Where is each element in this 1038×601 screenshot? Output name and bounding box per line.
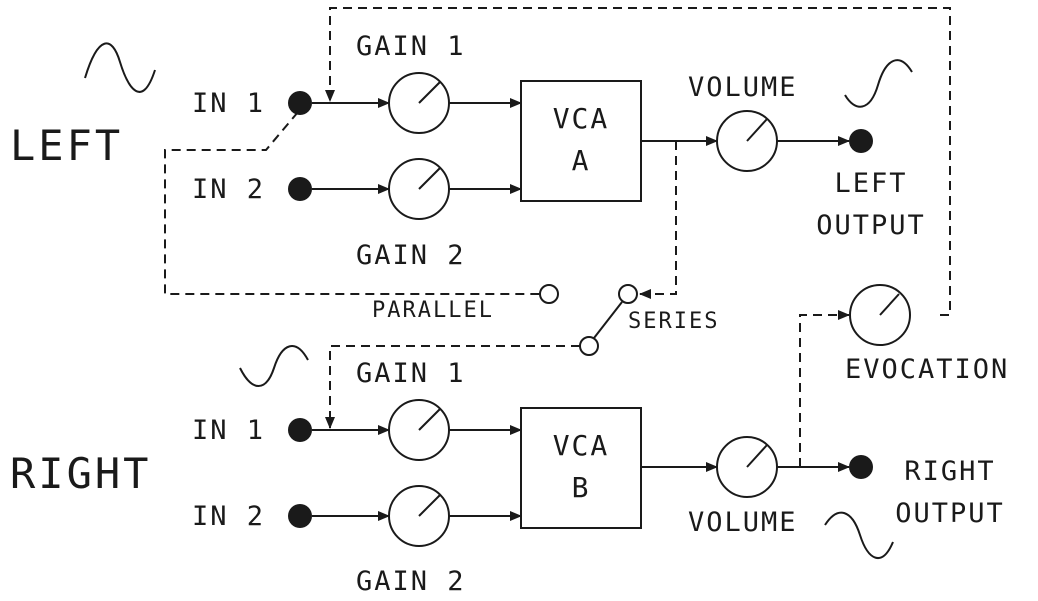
vca-a-title: VCA — [553, 102, 610, 135]
right-volume-label: VOLUME — [688, 507, 798, 538]
left-output-wave-icon — [844, 59, 913, 108]
left-in2-jack[interactable] — [288, 177, 312, 201]
vca-a-box — [520, 80, 642, 202]
vca-a-letter: A — [572, 144, 591, 177]
left-output-label-line2: OUTPUT — [816, 210, 926, 241]
series-switch-terminal[interactable] — [618, 284, 638, 304]
right-output-wave-icon — [824, 511, 894, 559]
left-gain1-knob[interactable] — [388, 72, 450, 134]
left-output-label-line1: LEFT — [834, 168, 907, 199]
evocation-label: EVOCATION — [845, 354, 1009, 385]
left-output-jack[interactable] — [849, 129, 873, 153]
right-in2-label: IN 2 — [192, 501, 265, 532]
left-in2-label: IN 2 — [192, 174, 265, 205]
right-volume-knob[interactable] — [716, 436, 778, 498]
left-volume-label: VOLUME — [688, 72, 798, 103]
vca-b-box — [520, 407, 642, 529]
parallel-switch-terminal[interactable] — [539, 284, 559, 304]
evocation-feedback-dashed-line — [325, 7, 951, 316]
left-gain2-label: GAIN 2 — [356, 240, 466, 271]
right-gain1-knob[interactable] — [388, 399, 450, 461]
parallel-label: PARALLEL — [372, 298, 494, 323]
right-output-label-line2: OUTPUT — [895, 498, 1005, 529]
left-in1-jack[interactable] — [288, 91, 312, 115]
vca-b-title: VCA — [553, 429, 610, 462]
right-output-jack[interactable] — [849, 455, 873, 479]
right-side-label: RIGHT — [10, 449, 151, 498]
evocation-knob[interactable] — [849, 284, 911, 346]
right-in1-label: IN 1 — [192, 415, 265, 446]
switch-lever[interactable] — [593, 301, 623, 339]
vca-b-letter: B — [572, 471, 591, 504]
switch-common-terminal[interactable] — [579, 336, 599, 356]
series-routing-dashed-line — [639, 141, 677, 299]
right-gain2-knob[interactable] — [388, 485, 450, 547]
left-gain1-label: GAIN 1 — [356, 31, 466, 62]
right-to-evocation-dashed-line — [799, 310, 850, 467]
left-side-label: LEFT — [10, 121, 123, 170]
right-input-wave-icon — [239, 345, 309, 387]
right-in2-jack[interactable] — [288, 504, 312, 528]
switch-to-right-in1-dashed-line — [325, 345, 580, 429]
left-input-wave-icon — [84, 42, 156, 93]
left-gain2-knob[interactable] — [388, 158, 450, 220]
left-volume-knob[interactable] — [716, 110, 778, 172]
series-label: SERIES — [628, 309, 719, 334]
right-in1-jack[interactable] — [288, 418, 312, 442]
left-in1-label: IN 1 — [192, 88, 265, 119]
parallel-routing-dashed-line — [164, 111, 540, 295]
right-gain1-label: GAIN 1 — [356, 358, 466, 389]
right-output-label-line1: RIGHT — [904, 456, 995, 487]
right-gain2-label: GAIN 2 — [356, 566, 466, 597]
